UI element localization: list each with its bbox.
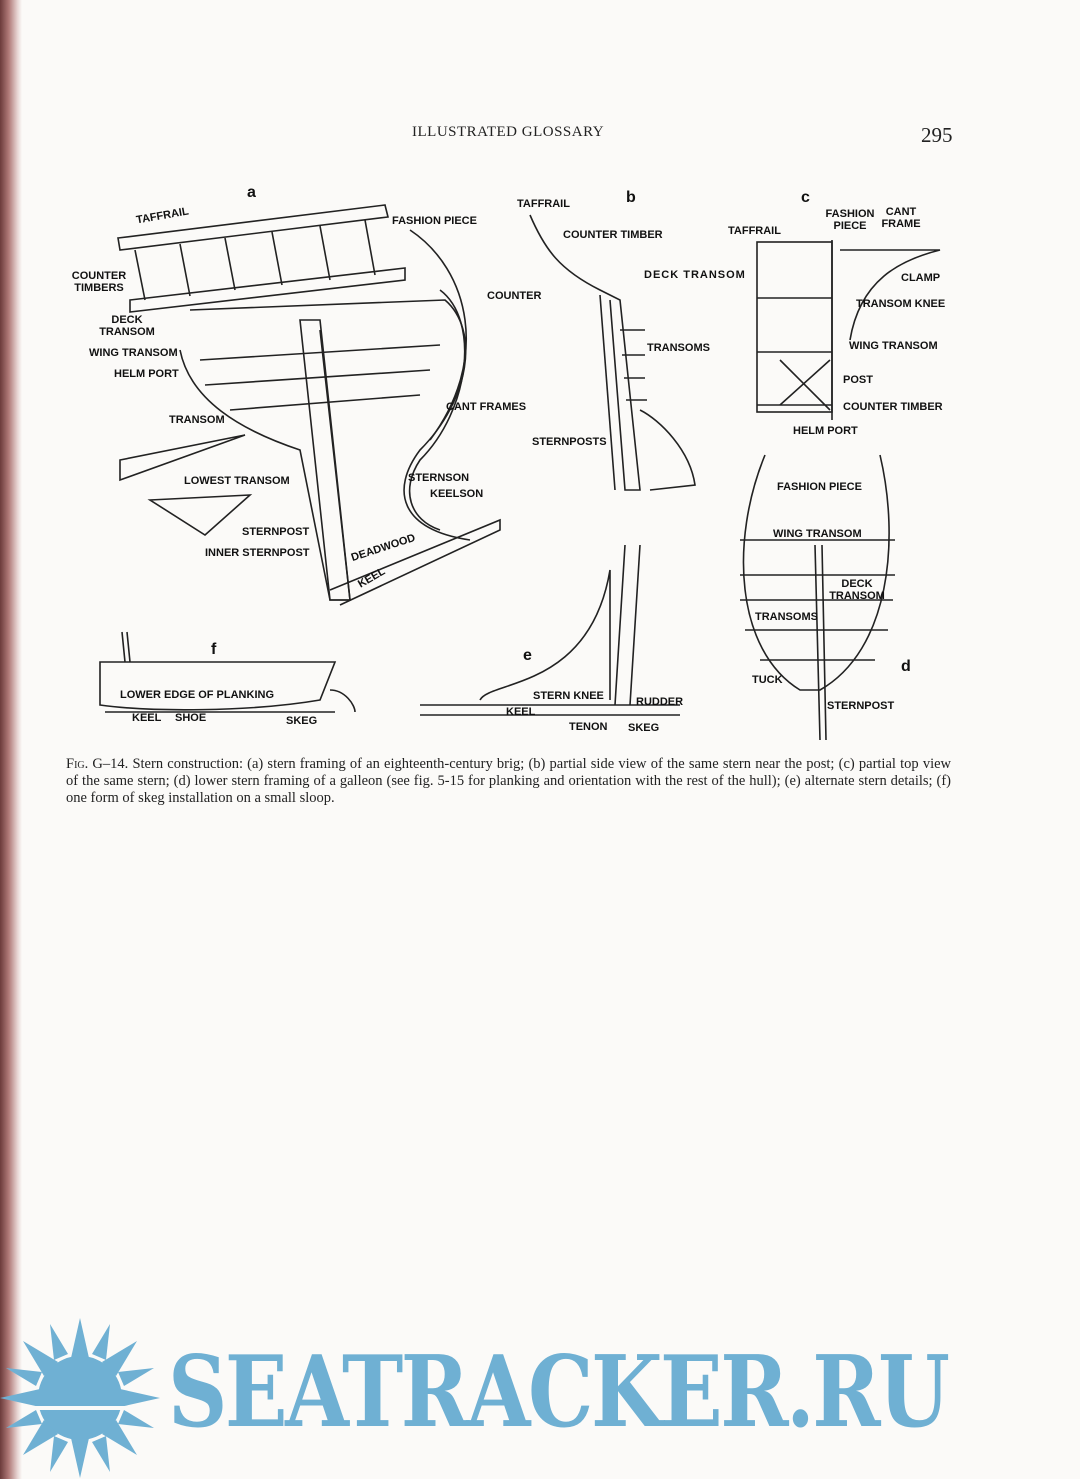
label-e-stern-knee: STERN KNEE xyxy=(533,690,604,702)
label-transom: TRANSOM xyxy=(169,414,225,426)
label-d-transoms: TRANSOMS xyxy=(755,611,818,623)
label-c-clamp: CLAMP xyxy=(901,272,941,284)
panel-c-label: c xyxy=(801,189,810,206)
running-title: ILLUSTRATED GLOSSARY xyxy=(412,124,605,140)
page-number: 295 xyxy=(921,123,953,147)
drawing-e xyxy=(420,544,680,716)
label-b-counter-timber: COUNTER TIMBER xyxy=(563,229,663,241)
panel-e-label: e xyxy=(523,647,532,664)
label-keelson: KEELSON xyxy=(430,488,484,500)
panel-b-label: b xyxy=(626,189,636,206)
label-helm-port: HELM PORT xyxy=(114,368,179,380)
label-c-counter-timber: COUNTER TIMBER xyxy=(843,401,943,413)
label-d-deck-transom: DECK TRANSOM xyxy=(829,578,885,602)
panel-f-label: f xyxy=(211,641,217,658)
caption-figure-number: Fig. G–14. xyxy=(66,756,129,772)
label-e-skeg: SKEG xyxy=(628,722,660,734)
label-b-deck-transom: DECK TRANSOM xyxy=(644,269,746,281)
label-counter: COUNTER xyxy=(487,290,542,302)
label-inner-sternpost: INNER STERNPOST xyxy=(205,547,310,559)
label-c-taffrail: TAFFRAIL xyxy=(728,225,781,237)
drawing-a xyxy=(117,204,501,606)
label-lowest-transom: LOWEST TRANSOM xyxy=(184,475,290,487)
drawing-c xyxy=(756,240,941,420)
label-f-keel: KEEL xyxy=(132,712,162,724)
label-e-tenon: TENON xyxy=(569,721,608,733)
scan-edge xyxy=(0,0,22,1479)
label-c-transom-knee: TRANSOM KNEE xyxy=(856,298,946,310)
label-d-wing-transom: WING TRANSOM xyxy=(773,528,862,540)
watermark-text: SEATRACKER.RU xyxy=(168,1335,950,1450)
label-deck-transom: DECK TRANSOM xyxy=(99,314,155,338)
panel-d-label: d xyxy=(901,658,911,675)
label-c-wing-transom: WING TRANSOM xyxy=(849,340,938,352)
label-b-taffrail: TAFFRAIL xyxy=(517,198,570,210)
figure-drawing xyxy=(99,204,941,741)
label-c-fashion-piece: FASHION PIECE xyxy=(825,208,875,232)
label-f-shoe: SHOE xyxy=(175,712,207,724)
panel-a-label: a xyxy=(247,184,256,201)
stern-construction-figure: a b c d e f TAFFRAIL FASHION PIECE COUNT… xyxy=(71,184,946,741)
label-f-lower-edge-of-planking: LOWER EDGE OF PLANKING xyxy=(120,689,274,701)
label-fashion-piece: FASHION PIECE xyxy=(392,215,477,227)
label-c-post: POST xyxy=(843,374,873,386)
drawing-d xyxy=(740,454,895,741)
drawing-b xyxy=(529,214,696,491)
label-sternpost: STERNPOST xyxy=(242,526,310,538)
label-e-keel: KEEL xyxy=(506,706,536,718)
label-d-sternpost: STERNPOST xyxy=(827,700,895,712)
drawing-f xyxy=(99,631,356,713)
label-b-sternposts: STERNPOSTS xyxy=(532,436,607,448)
label-counter-timbers: COUNTER TIMBERS xyxy=(71,270,127,294)
watermark-sun-logo xyxy=(0,1318,160,1478)
label-sternson: STERNSON xyxy=(408,472,470,484)
label-c-helm-port: HELM PORT xyxy=(793,425,858,437)
caption-text: Stern construction: (a) stern framing of… xyxy=(66,756,952,806)
figure-caption: Fig. G–14. Stern construction: (a) stern… xyxy=(66,756,951,807)
label-e-rudder: RUDDER xyxy=(636,696,684,708)
label-c-cant-frame: CANT FRAME xyxy=(881,206,921,230)
label-wing-transom: WING TRANSOM xyxy=(89,347,178,359)
label-b-transoms: TRANSOMS xyxy=(647,342,710,354)
label-d-fashion-piece: FASHION PIECE xyxy=(777,481,862,493)
label-cant-frames: CANT FRAMES xyxy=(446,401,527,413)
label-f-skeg: SKEG xyxy=(286,715,318,727)
label-d-tuck: TUCK xyxy=(752,674,783,686)
